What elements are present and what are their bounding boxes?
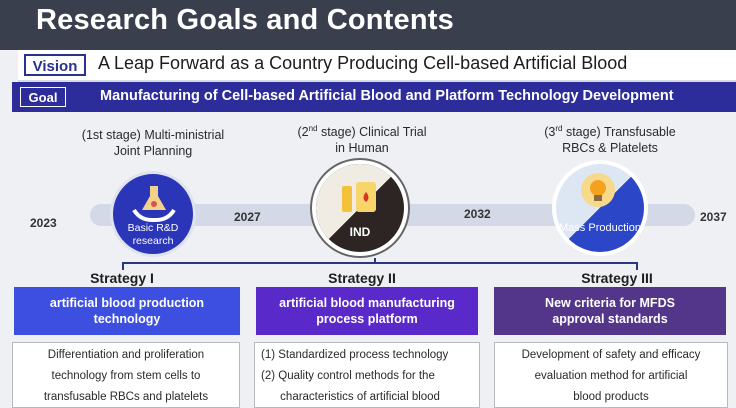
blood-bag-icon bbox=[342, 182, 376, 212]
strategy-2-desc-line3: characteristics of artificial blood bbox=[261, 391, 440, 403]
strategy-2-description: (1) Standardized process technology (2) … bbox=[254, 342, 480, 408]
strategy-1-description: Differentiation and proliferation techno… bbox=[12, 342, 240, 408]
stage-1-line2: Joint Planning bbox=[113, 144, 193, 158]
stage-1-line1: (1st stage) Multi-ministrial bbox=[81, 128, 225, 142]
strategy-2-line1: artificial blood manufacturing bbox=[279, 296, 455, 310]
science-hands-icon bbox=[132, 186, 176, 222]
strategy-3-desc-line2: evaluation method for artificial bbox=[534, 370, 688, 382]
year-2023: 2023 bbox=[30, 216, 57, 230]
year-2032: 2032 bbox=[464, 207, 491, 221]
year-2037: 2037 bbox=[700, 210, 727, 224]
milestone-ind-label: IND bbox=[349, 225, 371, 239]
lightbulb-icon bbox=[581, 173, 615, 207]
vision-text: A Leap Forward as a Country Producing Ce… bbox=[98, 53, 628, 73]
milestone-mass-production: Mass Production bbox=[552, 160, 648, 256]
strategy-1-title: Strategy I bbox=[90, 270, 154, 286]
stage-2-ordinal: 2 bbox=[301, 125, 309, 140]
milestone-basic-rd-text: Basic R&D research bbox=[113, 222, 193, 248]
strategy-2-box: artificial blood manufacturing process p… bbox=[256, 287, 478, 335]
bracket-stem bbox=[374, 258, 376, 264]
stage-3-label: (3rd stage) Transfusable RBCs & Platelet… bbox=[510, 121, 710, 156]
milestone-1-line1: Basic R&D bbox=[127, 222, 179, 234]
stage-2-sup: nd bbox=[308, 124, 318, 133]
strategy-3-desc-line3: blood products bbox=[573, 391, 649, 403]
strategy-2-line2: process platform bbox=[316, 312, 418, 326]
stage-2-label: (2nd stage) Clinical Trial in Human bbox=[262, 121, 462, 156]
slide-title: Research Goals and Contents bbox=[36, 4, 454, 36]
strategy-3-title: Strategy III bbox=[581, 270, 653, 286]
stage-3-ordinal: 3 bbox=[548, 125, 556, 140]
strategy-1-line2: technology bbox=[93, 312, 161, 326]
strategy-3-line1: New criteria for MFDS bbox=[545, 296, 675, 310]
stage-1-label: (1st stage) Multi-ministrial Joint Plann… bbox=[48, 127, 258, 159]
stage-2-line1-rest: stage) Clinical Trial bbox=[317, 125, 427, 140]
milestone-mass-production-label: Mass Production bbox=[559, 222, 641, 234]
vision-row: Vision A Leap Forward as a Country Produ… bbox=[18, 50, 736, 82]
strategy-1-box: artificial blood production technology bbox=[14, 287, 240, 335]
strategy-3-box: New criteria for MFDS approval standards bbox=[494, 287, 726, 335]
stage-3-line1-rest: stage) Transfusable bbox=[562, 125, 676, 140]
strategy-2-desc-line2: (2) Quality control methods for the bbox=[261, 370, 435, 382]
milestone-ind: IND bbox=[312, 160, 408, 256]
strategy-bracket bbox=[122, 262, 638, 270]
milestone-1-line2: research bbox=[132, 235, 174, 247]
stage-3-line1: (3rd stage) Transfusable bbox=[544, 124, 676, 140]
vision-label: Vision bbox=[24, 54, 86, 76]
strategy-3-desc-line1: Development of safety and efficacy bbox=[521, 349, 701, 361]
strategy-1-desc-line3: transfusable RBCs and platelets bbox=[43, 391, 209, 403]
goal-label: Goal bbox=[20, 87, 66, 107]
strategy-3-line2: approval standards bbox=[552, 312, 668, 326]
milestone-basic-rd: Basic R&D research bbox=[110, 171, 196, 257]
strategy-1-desc-line2: technology from stem cells to bbox=[51, 370, 201, 382]
stage-2-line2: in Human bbox=[335, 141, 389, 156]
stage-2-line1: (2nd stage) Clinical Trial bbox=[297, 124, 427, 140]
strategy-2-title: Strategy II bbox=[328, 270, 396, 286]
stage-3-sup: rd bbox=[555, 124, 563, 133]
strategy-1-line1: artificial blood production bbox=[49, 296, 205, 310]
strategy-2-desc-line1: (1) Standardized process technology bbox=[261, 349, 449, 361]
stage-3-line2: RBCs & Platelets bbox=[562, 141, 658, 156]
goal-row: Goal Manufacturing of Cell-based Artific… bbox=[12, 82, 736, 112]
strategy-3-description: Development of safety and efficacy evalu… bbox=[494, 342, 728, 408]
strategy-1-desc-line1: Differentiation and proliferation bbox=[47, 349, 205, 361]
year-2027: 2027 bbox=[234, 210, 261, 224]
goal-text: Manufacturing of Cell-based Artificial B… bbox=[100, 88, 674, 104]
